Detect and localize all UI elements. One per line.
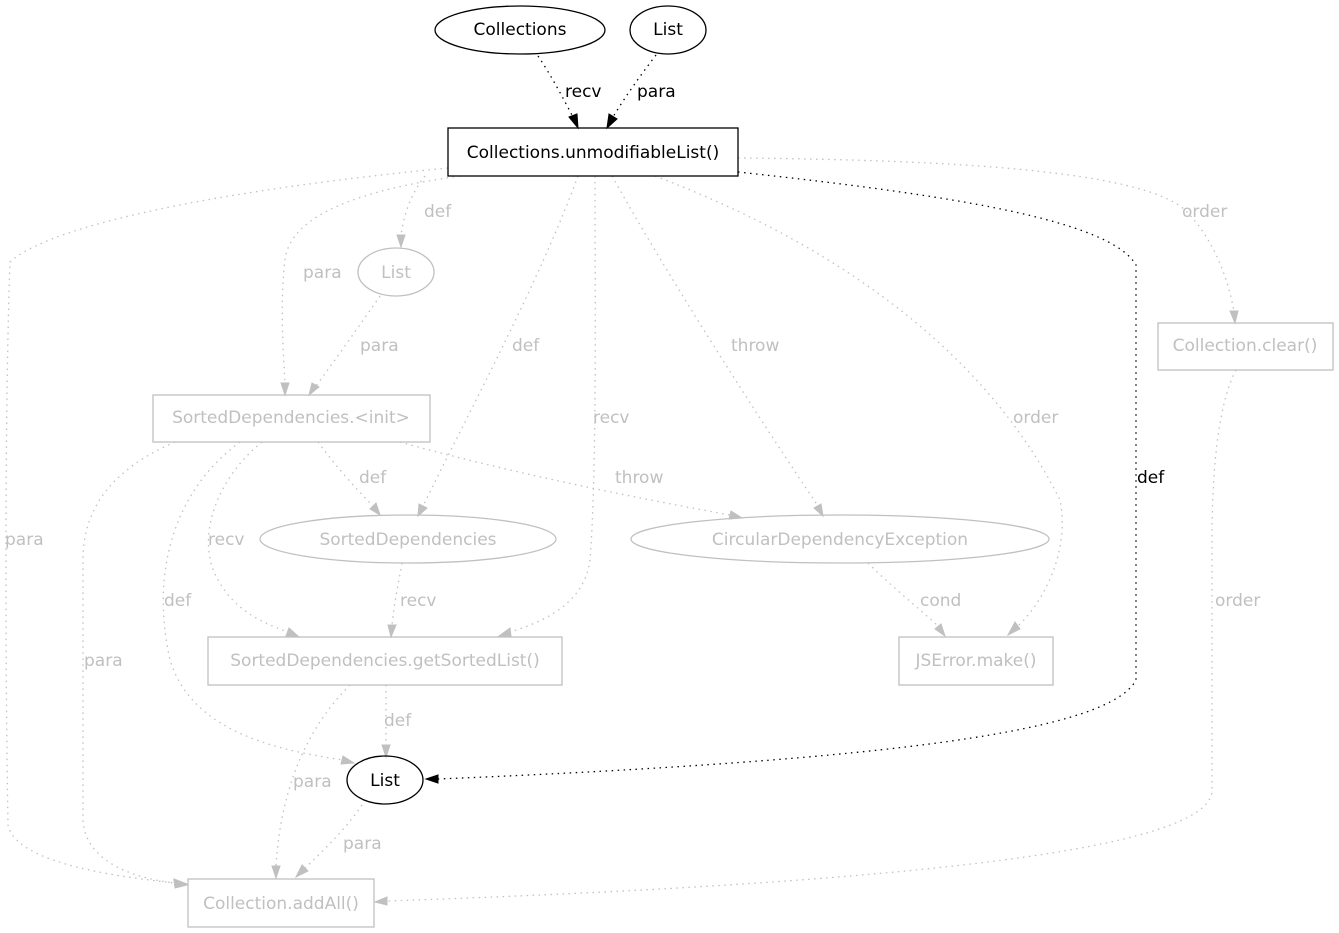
edge-label-para: para [343, 834, 382, 854]
edge-label-para: para [360, 336, 399, 356]
edge-label-order: order [1215, 591, 1260, 611]
node-label: Collection.clear() [1173, 336, 1318, 356]
edge-unmodifiable-to-collection-clear: order [737, 157, 1239, 325]
edge-get-sorted-to-addall: para [271, 684, 351, 880]
node-label: Collection.addAll() [203, 894, 359, 914]
node-list-bottom[interactable]: List [346, 755, 424, 805]
edge-sorted-init-to-get-sorted: recv [207, 441, 301, 638]
node-unmodifiable-list[interactable]: Collections.unmodifiableList() [447, 127, 739, 177]
edge-label-para: para [303, 263, 342, 283]
edge-label-para: para [84, 651, 123, 671]
node-label: SortedDependencies [319, 530, 496, 550]
edge-sorted-init-to-sorted-deps: def [317, 441, 387, 517]
edge-label-para: para [293, 772, 332, 792]
node-circular-dependency-exception[interactable]: CircularDependencyException [630, 514, 1050, 564]
edge-unmodifiable-to-jserror: order [654, 175, 1063, 637]
edge-label-def: def [1137, 468, 1165, 488]
node-sorted-dependencies[interactable]: SortedDependencies [259, 514, 557, 564]
node-label: List [381, 263, 411, 283]
node-list-mid[interactable]: List [357, 247, 435, 297]
edge-label-throw: throw [731, 336, 779, 356]
edge-circular-exc-to-jserror: cond [867, 562, 961, 638]
edge-label-para: para [637, 82, 676, 102]
edge-label-order: order [1013, 408, 1058, 428]
node-label: Collections [474, 20, 567, 40]
edge-list-mid-to-sorted-init: para [308, 295, 399, 397]
edge-collection-clear-to-addall: order [373, 369, 1260, 906]
node-collections[interactable]: Collections [434, 5, 606, 55]
edge-label-def: def [424, 202, 452, 222]
edge-unmodifiable-to-circular-exc: throw [611, 175, 824, 518]
edge-list-bottom-to-addall: para [294, 804, 382, 879]
edge-unmodifiable-to-list-bottom: def [424, 171, 1165, 784]
edge-unmodifiable-to-get-sorted: recv [497, 175, 629, 637]
edge-sorted-init-to-list-bottom: def [162, 441, 356, 765]
node-label: JSError.make() [914, 651, 1036, 671]
edge-label-def: def [512, 336, 540, 356]
node-label: SortedDependencies.getSortedList() [230, 651, 539, 671]
edge-list-top-to-unmodifiable: para [606, 54, 676, 130]
edge-label-throw: throw [615, 468, 663, 488]
edge-sorted-deps-to-get-sorted: recv [387, 562, 436, 639]
edge-sorted-init-to-circular-exc: throw [399, 441, 744, 520]
edge-label-cond: cond [920, 591, 961, 611]
edge-get-sorted-to-list-bottom: def [381, 685, 412, 759]
edge-label-recv: recv [593, 408, 629, 428]
node-label: SortedDependencies.<init> [172, 408, 410, 428]
edge-label-def: def [384, 711, 412, 731]
edge-label-def: def [164, 591, 192, 611]
edge-label-order: order [1182, 202, 1227, 222]
node-sorted-dependencies-init[interactable]: SortedDependencies.<init> [152, 394, 431, 443]
node-collection-addall[interactable]: Collection.addAll() [187, 878, 375, 928]
node-jserror-make[interactable]: JSError.make() [898, 636, 1054, 686]
edge-label-recv: recv [400, 591, 436, 611]
edge-label-def: def [359, 468, 387, 488]
edge-unmodifiable-to-sorted-init: para [280, 175, 461, 397]
node-label: List [653, 20, 683, 40]
edge-label-para: para [5, 530, 44, 550]
edge-unmodifiable-to-sorted-deps: def [417, 175, 579, 518]
node-list-top[interactable]: List [629, 5, 707, 55]
node-collection-clear[interactable]: Collection.clear() [1157, 322, 1334, 371]
edge-label-recv: recv [565, 82, 601, 102]
edge-unmodifiable-to-list-mid: def [396, 175, 452, 249]
node-label: List [370, 771, 400, 791]
edge-sorted-init-to-addall: para [82, 441, 189, 888]
node-label: Collections.unmodifiableList() [467, 143, 719, 163]
edge-collections-to-unmodifiable: recv [537, 55, 601, 130]
edge-label-recv: recv [208, 530, 244, 550]
node-get-sorted-list[interactable]: SortedDependencies.getSortedList() [207, 636, 563, 686]
node-label: CircularDependencyException [712, 530, 968, 550]
